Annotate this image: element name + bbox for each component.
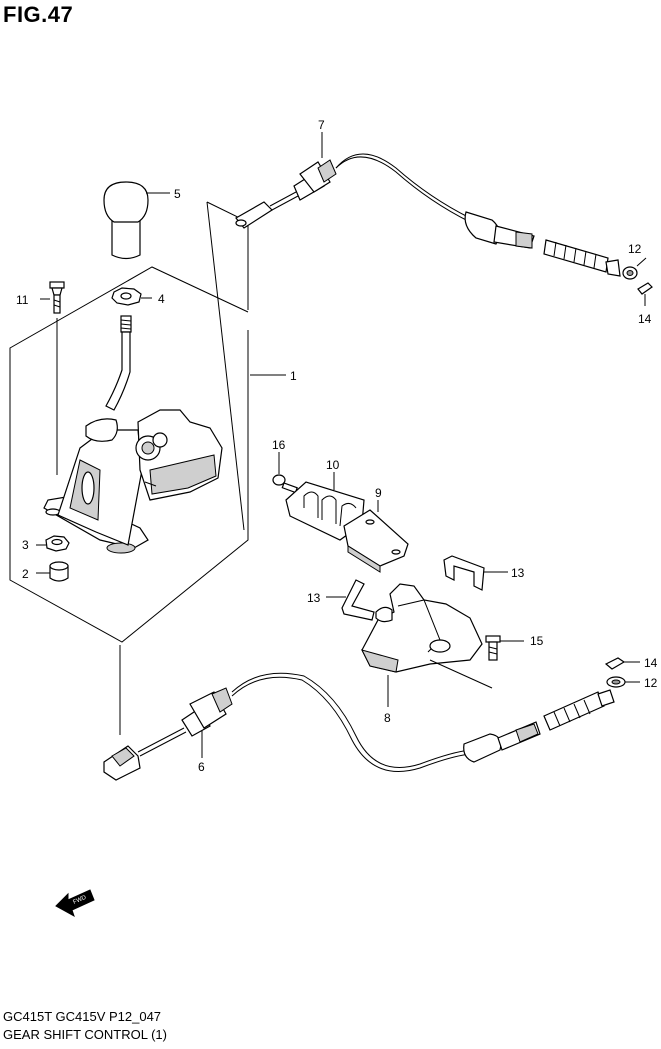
callout-10: 10 bbox=[326, 458, 340, 472]
clip-13-left bbox=[326, 579, 375, 621]
callout-15: 15 bbox=[530, 634, 544, 648]
callout-7: 7 bbox=[318, 118, 325, 132]
callout-labels: 1 2 3 4 5 6 7 8 9 10 11 12 12 13 13 14 1… bbox=[16, 118, 658, 774]
figure-name: GEAR SHIFT CONTROL (1) bbox=[3, 1027, 167, 1042]
callout-11: 11 bbox=[16, 293, 29, 307]
callout-2: 2 bbox=[22, 567, 29, 581]
collar-2 bbox=[36, 561, 69, 582]
fwd-label: FWD bbox=[72, 895, 88, 906]
shift-knob bbox=[103, 181, 170, 260]
washer-12-upper bbox=[622, 257, 647, 280]
callout-16: 16 bbox=[272, 438, 286, 452]
figure-title: FIG.47 bbox=[3, 2, 74, 27]
nut-3 bbox=[36, 535, 70, 552]
callout-3: 3 bbox=[22, 538, 29, 552]
callout-13-left: 13 bbox=[307, 591, 321, 605]
callout-12-upper: 12 bbox=[628, 242, 642, 256]
washer-12-lower bbox=[606, 676, 640, 688]
callout-14-lower: 14 bbox=[644, 656, 658, 670]
callout-5: 5 bbox=[174, 187, 181, 201]
clip-14-upper bbox=[637, 282, 653, 306]
cover-9 bbox=[343, 500, 409, 573]
callout-4: 4 bbox=[158, 292, 165, 306]
callout-12-lower: 12 bbox=[644, 676, 658, 690]
nut-4 bbox=[111, 287, 152, 306]
callout-14-upper: 14 bbox=[638, 312, 652, 326]
figure-code: GC415T GC415V P12_047 bbox=[3, 1009, 162, 1024]
shift-lever-body bbox=[43, 315, 223, 554]
callout-13-right: 13 bbox=[511, 566, 525, 580]
callout-9: 9 bbox=[375, 486, 382, 500]
callout-8: 8 bbox=[384, 711, 391, 725]
callout-6: 6 bbox=[198, 760, 205, 774]
shift-lever-assembly-box bbox=[9, 201, 286, 735]
shift-cable-7 bbox=[235, 132, 621, 277]
clip-13-right bbox=[443, 555, 508, 591]
select-cable-6 bbox=[103, 672, 615, 781]
screw-16 bbox=[272, 452, 298, 494]
callout-1: 1 bbox=[290, 369, 297, 383]
clip-14-lower bbox=[604, 657, 640, 670]
bolt-11 bbox=[40, 281, 65, 475]
forward-direction-arrow: FWD bbox=[55, 889, 95, 918]
bracket-8 bbox=[361, 583, 493, 707]
bolt-15 bbox=[485, 635, 524, 661]
